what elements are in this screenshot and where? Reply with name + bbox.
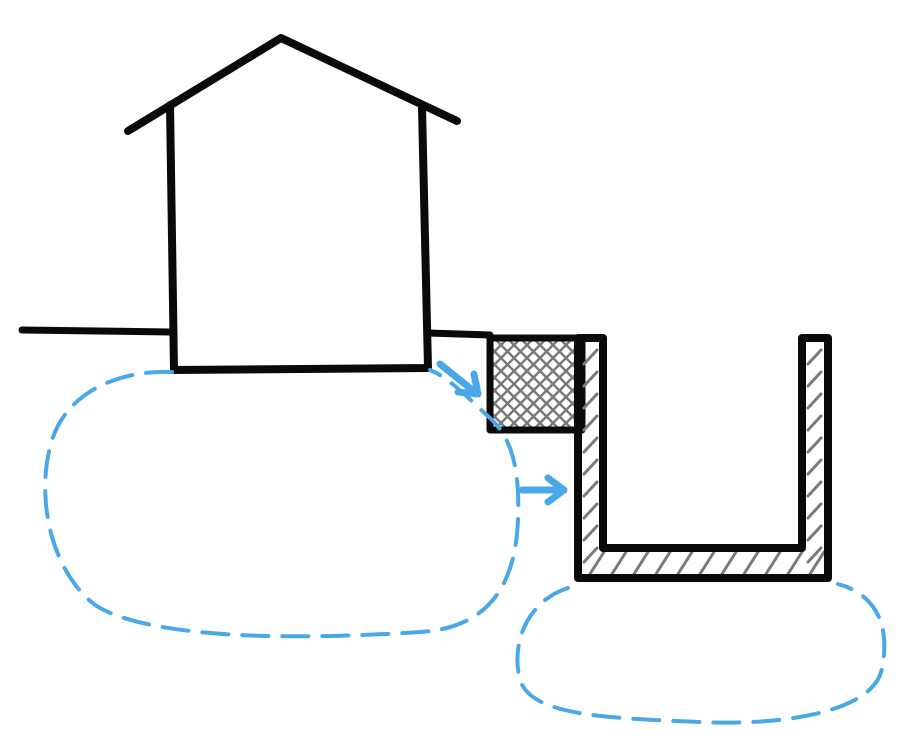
- soil-hatch-line: [689, 338, 781, 430]
- channel-hatch-line: [806, 348, 823, 366]
- soil-hatch-line: [490, 358, 562, 430]
- soil-hatch-line: [490, 371, 549, 430]
- soil-hatch-line: [676, 338, 768, 430]
- channel-hatch-line: [582, 546, 599, 564]
- soil-hatch-line: [518, 338, 582, 402]
- soil-hatch-line: [663, 338, 755, 430]
- channel-hatch-line: [582, 414, 599, 432]
- channel-hatch-line: [582, 392, 599, 410]
- channel-hatch-line: [786, 550, 804, 576]
- soil-hatch-line: [505, 338, 582, 415]
- concrete-channel: [574, 334, 832, 582]
- channel-hatch: [582, 348, 826, 576]
- channel-hatch-line: [582, 370, 599, 388]
- channel-hatch-line: [610, 550, 628, 576]
- soil-hatch-line: [492, 338, 582, 428]
- soil-hatch-line: [490, 338, 497, 345]
- ground-line: [18, 326, 494, 339]
- channel-outline: [574, 334, 832, 582]
- channel-hatch-line: [806, 436, 823, 454]
- channel-hatch-line: [742, 550, 760, 576]
- soil-hatch-line: [585, 338, 677, 430]
- channel-hatch-line: [806, 502, 823, 520]
- soil-hatch-line: [637, 338, 729, 430]
- soil-hatch-line: [598, 338, 690, 430]
- channel-hatch-line: [632, 550, 650, 576]
- soil-hatch-line: [490, 423, 497, 430]
- soil-hatch-line: [611, 338, 703, 430]
- soil-hatch-line: [611, 338, 703, 430]
- soil-hatch-line: [490, 397, 523, 430]
- channel-hatch-line: [582, 524, 599, 542]
- soil-hatch-line: [544, 338, 582, 376]
- flow-arrow-lower: [518, 474, 568, 506]
- flow-arrow-upper: [436, 360, 482, 398]
- soil-block-outline: [486, 334, 586, 434]
- channel-hatch-line: [764, 550, 782, 576]
- soil-hatch-line: [650, 338, 742, 430]
- channel-hatch-line: [654, 550, 672, 576]
- soil-hatch-line: [490, 338, 523, 371]
- soil-hatch-line: [663, 338, 755, 430]
- zone-under-house: [43, 368, 521, 639]
- channel-hatch-line: [806, 524, 823, 542]
- soil-hatch-line: [637, 338, 729, 430]
- channel-hatch-line: [806, 414, 823, 432]
- soil-hatch-line: [490, 345, 575, 430]
- soil-hatch-line: [490, 338, 536, 384]
- channel-hatch-line: [588, 550, 606, 576]
- channel-hatch-line: [676, 550, 694, 576]
- house-roof: [124, 34, 461, 135]
- channel-hatch-line: [808, 550, 826, 576]
- channel-hatch-line: [582, 502, 599, 520]
- soil-hatch-line: [650, 338, 742, 430]
- channel-hatch-line: [582, 458, 599, 476]
- soil-hatch-line: [676, 338, 768, 430]
- soil-hatch-line: [689, 338, 781, 430]
- soil-hatch-line: [544, 392, 582, 430]
- soil-hatch-line: [598, 338, 690, 430]
- channel-hatch-line: [582, 480, 599, 498]
- soil-hatch-line: [624, 338, 716, 430]
- channel-hatch-line: [806, 458, 823, 476]
- channel-hatch-line: [806, 370, 823, 388]
- channel-hatch-line: [806, 392, 823, 410]
- house: [124, 34, 461, 374]
- house-walls: [166, 101, 432, 374]
- soil-hatch-line: [490, 384, 536, 430]
- channel-hatch-line: [582, 348, 599, 366]
- channel-hatch-line: [806, 480, 823, 498]
- zone-under-channel: [515, 582, 887, 725]
- channel-hatch-line: [720, 550, 738, 576]
- channel-hatch-line: [698, 550, 716, 576]
- channel-hatch-line: [582, 436, 599, 454]
- soil-hatch-line: [585, 338, 677, 430]
- channel-hatch-line: [806, 546, 823, 564]
- soil-hatch-line: [624, 338, 716, 430]
